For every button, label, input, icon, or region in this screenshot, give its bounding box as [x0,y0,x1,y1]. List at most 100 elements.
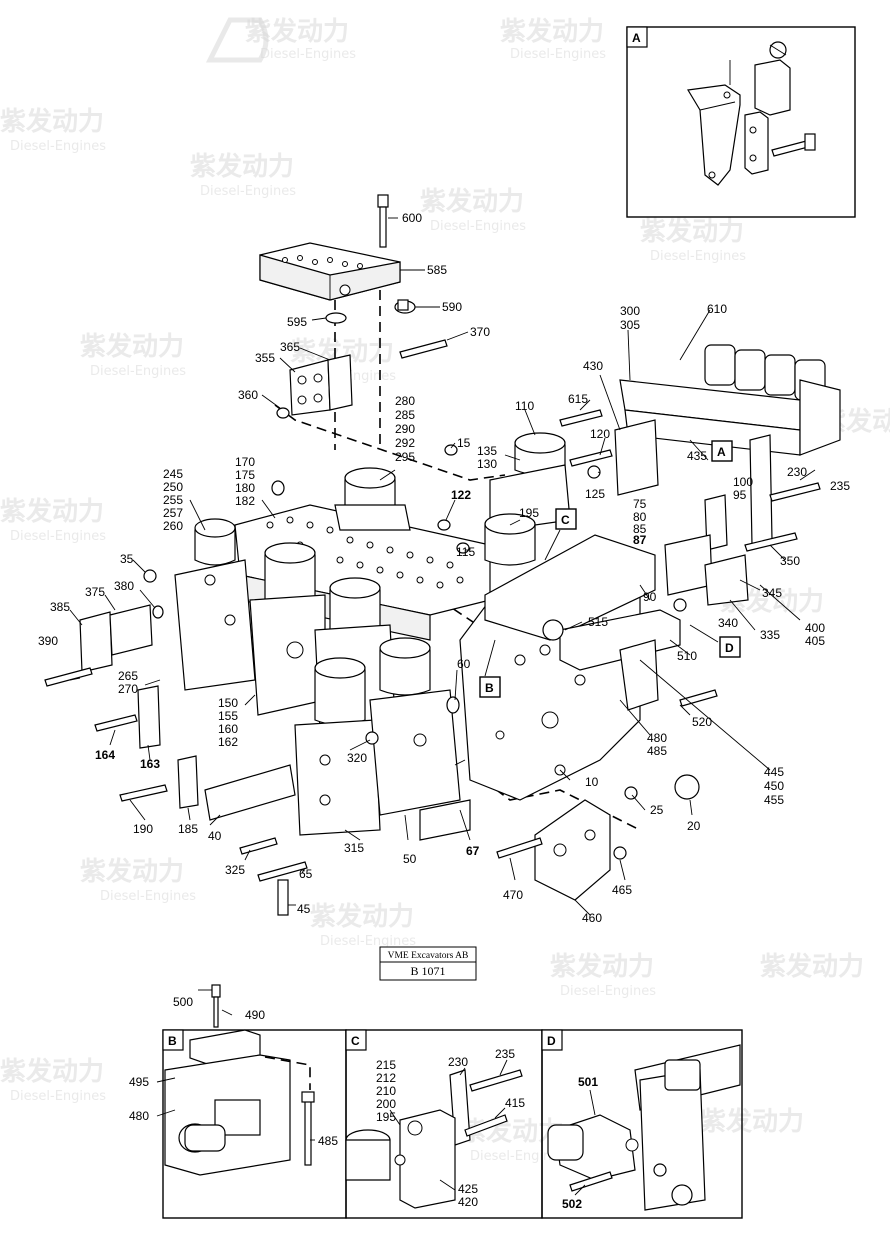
label-470: 470 [503,888,523,902]
detail-c-label-230: 230 [448,1055,468,1069]
label-365: 365 [280,340,300,354]
label-585: 585 [427,263,447,277]
label-515: 515 [588,615,608,629]
part-190-bolt [119,784,168,802]
watermark-sub: Diesel-Engines [90,364,186,379]
part-125-oring [587,465,601,479]
label-345: 345 [762,586,782,600]
detail-c-label-415: 415 [505,1096,525,1110]
label-80: 80 [633,510,647,524]
part-75-block [484,534,656,641]
detail-c-label-200: 200 [376,1097,396,1111]
watermark-sub: Diesel-Engines [560,984,656,999]
label-400: 400 [805,621,825,635]
detail-b-label-490: 490 [245,1008,265,1022]
label-25: 25 [650,803,664,817]
label-65: 65 [299,867,313,881]
detail-b-label-485: 485 [318,1134,338,1148]
label-595: 595 [287,315,307,329]
label-122: 122 [451,488,471,502]
watermark-sub: Diesel-Engines [100,889,196,904]
part-320-oring [365,731,379,745]
part-335-block [704,554,749,606]
label-340: 340 [718,616,738,630]
watermark-sub: Diesel-Engines [650,249,746,264]
title-block: VME Excavators AB B 1071 [379,946,477,981]
label-175: 175 [235,468,255,482]
leader-lines [69,217,816,916]
label-385: 385 [50,600,70,614]
label-600: 600 [402,211,422,225]
part-170-plug [271,480,285,496]
watermark-text: 紫发动力 [80,331,184,362]
watermark-sub: Diesel-Engines [10,529,106,544]
detail-c-panel: C 215 212 210 200 195 230 235 415 425 42… [345,1029,543,1219]
label-155: 155 [218,709,238,723]
solenoid-280 [334,467,411,531]
watermark-sub: Diesel-Engines [200,184,296,199]
label-35: 35 [120,552,134,566]
detail-c-label-235: 235 [495,1047,515,1061]
label-185: 185 [178,822,198,836]
detail-d-label-501: 501 [578,1075,598,1089]
part-25-plug [624,786,638,800]
part-40-block [204,764,296,821]
callout-c-label: C [561,513,570,527]
watermark-sub: Diesel-Engines [10,1089,106,1104]
label-445: 445 [764,765,784,779]
watermark-text: 紫发动力 [310,901,414,932]
detail-c-label-212: 212 [376,1071,396,1085]
label-150: 150 [218,696,238,710]
detail-d-tag: D [547,1034,556,1048]
detail-c-label-425: 425 [458,1182,478,1196]
part-595-oring [325,312,347,324]
label-125: 125 [585,487,605,501]
label-355: 355 [255,351,275,365]
label-405: 405 [805,634,825,648]
detail-c-label-195: 195 [376,1110,396,1124]
part-60-oring [446,696,460,714]
detail-c-label-420: 420 [458,1195,478,1209]
part-122-oring [437,519,451,531]
part-385-block [79,611,113,673]
detail-c-tag: C [351,1034,360,1048]
callout-box-c: C [544,508,577,561]
part-350-bolt [744,532,798,552]
label-610: 610 [707,302,727,316]
label-510: 510 [677,649,697,663]
label-370: 370 [470,325,490,339]
label-257: 257 [163,506,183,520]
label-520: 520 [692,715,712,729]
watermark-text: 紫发动力 [80,856,184,887]
part-430-block [614,419,659,496]
label-190: 190 [133,822,153,836]
part-185-block [177,755,199,809]
part-163-block [137,685,161,749]
label-160: 160 [218,722,238,736]
part-465-oring [613,846,627,860]
watermark-text: 紫发动力 [500,16,604,47]
label-162: 162 [218,735,238,749]
watermark-sub: Diesel-Engines [430,219,526,234]
title-block-company: VME Excavators AB [388,951,469,961]
label-100: 100 [733,475,753,489]
label-110: 110 [515,399,534,413]
part-470-bolt [496,837,543,859]
label-350: 350 [780,554,800,568]
part-585-plate [259,242,401,301]
part-375-block [109,604,153,656]
detail-c-label-215: 215 [376,1058,396,1072]
label-120: 120 [590,427,610,441]
part-445-fitting [619,639,659,711]
part-600-bolt [377,194,389,248]
label-325: 325 [225,863,245,877]
watermark-text: 紫发动力 [0,1056,104,1087]
label-164: 164 [95,748,115,762]
label-265: 265 [118,669,138,683]
label-285: 285 [395,408,415,422]
label-195: 195 [519,506,539,520]
label-335: 335 [760,628,780,642]
label-87: 87 [633,533,647,547]
detail-d-panel: D 501 502 [541,1029,743,1219]
